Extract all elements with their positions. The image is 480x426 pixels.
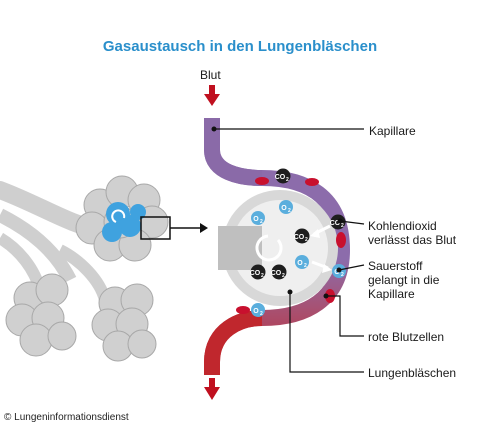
svg-text:O: O — [281, 205, 287, 212]
alveolar-cluster-bottom — [5, 273, 157, 362]
o2-entry-label: Sauerstoff gelangt in die Kapillare — [368, 259, 478, 301]
co2-molecule: CO 2 — [250, 264, 266, 280]
o2-label-line: Kapillare — [368, 287, 415, 301]
svg-text:CO: CO — [250, 270, 261, 277]
co2-label-line: Kohlendioxid — [368, 219, 437, 233]
alveolus-label: Lungenbläschen — [368, 366, 457, 380]
svg-text:2: 2 — [288, 208, 291, 214]
o2-molecule: O 2 — [295, 255, 309, 269]
o2-molecules: O 2 O 2 O 2 O 2 O 2 — [251, 200, 346, 317]
blood-in-arrow — [204, 85, 220, 106]
blood-out-arrow — [204, 378, 220, 400]
svg-text:2: 2 — [341, 223, 344, 229]
svg-text:2: 2 — [341, 272, 344, 278]
red-blood-cells-label: rote Blutzellen — [368, 330, 445, 344]
zoom-arrow — [170, 223, 208, 233]
o2-molecule: O 2 — [251, 303, 265, 317]
svg-text:O: O — [334, 269, 340, 276]
svg-text:2: 2 — [260, 219, 263, 225]
alveolus — [218, 190, 338, 306]
co2-label-line: verlässt das Blut — [368, 233, 457, 247]
svg-text:2: 2 — [304, 263, 307, 269]
o2-molecule: O 2 — [251, 211, 265, 225]
capillary-label: Kapillare — [369, 124, 416, 138]
svg-text:CO: CO — [294, 234, 305, 241]
svg-text:CO: CO — [271, 270, 282, 277]
co2-exit-label: Kohlendioxid verlässt das Blut — [368, 219, 478, 247]
o2-molecule: O 2 — [279, 200, 293, 214]
alveolar-cluster-top — [75, 175, 169, 262]
svg-text:2: 2 — [261, 273, 264, 279]
co2-molecule: CO 2 — [271, 264, 287, 280]
svg-text:2: 2 — [260, 311, 263, 317]
leader-dots — [211, 126, 343, 299]
svg-text:O: O — [253, 216, 259, 223]
co2-molecule: CO 2 — [294, 228, 310, 244]
copyright-notice: © Lungeninformationsdienst — [4, 412, 129, 423]
o2-label-line: Sauerstoff — [368, 259, 423, 273]
diagram-title: Gasaustausch in den Lungenbläschen — [102, 38, 378, 55]
svg-text:CO: CO — [275, 174, 286, 181]
co2-molecule: CO 2 — [275, 168, 291, 184]
svg-text:2: 2 — [282, 273, 285, 279]
red-blood-cells — [236, 177, 346, 314]
diffusion-arrows — [310, 224, 332, 273]
svg-text:O: O — [253, 308, 259, 315]
leader-lines — [214, 128, 365, 373]
blood-label: Blut — [200, 68, 221, 82]
svg-text:CO: CO — [330, 220, 341, 227]
co2-molecules: CO 2 CO 2 CO 2 CO 2 CO 2 — [250, 168, 346, 280]
svg-text:2: 2 — [305, 237, 308, 243]
svg-text:O: O — [297, 260, 303, 267]
svg-text:2: 2 — [286, 177, 289, 183]
o2-label-line: gelangt in die — [368, 273, 440, 287]
